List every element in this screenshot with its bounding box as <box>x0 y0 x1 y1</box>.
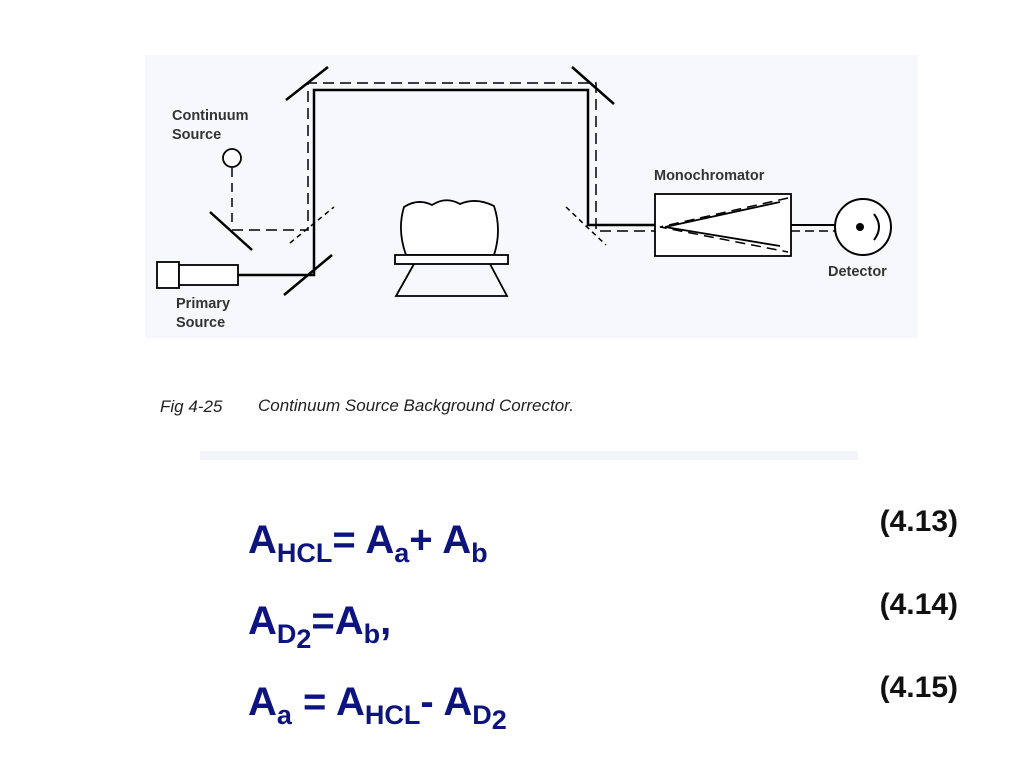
continuum-source-label-2: Source <box>172 127 221 143</box>
equation-part: a <box>277 700 293 730</box>
equation-part: - A <box>420 680 472 724</box>
equation-part: A <box>248 518 277 562</box>
primary-lamp-cap <box>156 261 180 289</box>
equation-4-13: AHCL= Aa+ Ab <box>248 518 488 568</box>
equation-part: 2 <box>492 705 507 735</box>
equation-part: a <box>394 538 410 568</box>
equation-part: A <box>248 599 277 643</box>
burner-plate <box>394 254 509 265</box>
primary-lamp-body <box>178 264 239 286</box>
diagram-panel <box>145 55 918 338</box>
chopper-mirror-left <box>289 206 335 244</box>
primary-source-label-2: Source <box>176 315 225 331</box>
equation-part: b <box>471 538 488 568</box>
continuum-mirror <box>209 211 253 251</box>
equation-part: A <box>248 680 277 724</box>
top-right-mirror <box>571 66 615 105</box>
primary-source-label: Primary <box>176 296 230 312</box>
mono-beam-solid <box>664 201 781 247</box>
continuum-source-label: Continuum <box>172 108 249 124</box>
top-left-mirror <box>285 66 329 101</box>
equation-part: 2 <box>296 624 311 654</box>
detector-label: Detector <box>828 264 887 280</box>
equation-part: b <box>364 619 381 649</box>
detector-dot <box>856 223 864 231</box>
detector-arc <box>873 213 880 241</box>
equation-4-14: AD2=Ab, <box>248 599 391 654</box>
figure-number: Fig 4-25 <box>160 397 223 416</box>
continuum-lamp <box>222 148 242 168</box>
primary-beam-path <box>238 88 655 277</box>
continuum-beam-path <box>232 82 655 232</box>
optical-diagram <box>156 66 892 297</box>
equation-4-15: Aa = AHCL- AD2 <box>248 680 507 735</box>
equation-part: D <box>472 700 492 730</box>
equation-part: D <box>277 619 297 649</box>
chopper-mirror-right <box>565 206 607 246</box>
equation-part: HCL <box>365 700 421 730</box>
figure-caption: Continuum Source Background Corrector. <box>258 396 574 415</box>
equation-part: = A <box>292 680 365 724</box>
equation-part: + A <box>409 518 471 562</box>
bottom-mirror <box>283 254 333 296</box>
monochromator-label: Monochromator <box>654 168 765 184</box>
equation-number-4-14: (4.14) <box>880 588 958 621</box>
mono-beam-dashed <box>659 197 789 253</box>
equation-number-4-13: (4.13) <box>880 505 958 538</box>
flame-cloud <box>400 199 499 256</box>
separator-band <box>200 451 858 460</box>
equation-part: =A <box>311 599 363 643</box>
equation-part: , <box>380 599 391 643</box>
equation-number-4-15: (4.15) <box>880 671 958 704</box>
burner-base <box>394 263 509 297</box>
equation-part: = A <box>332 518 394 562</box>
equation-part: HCL <box>277 538 333 568</box>
